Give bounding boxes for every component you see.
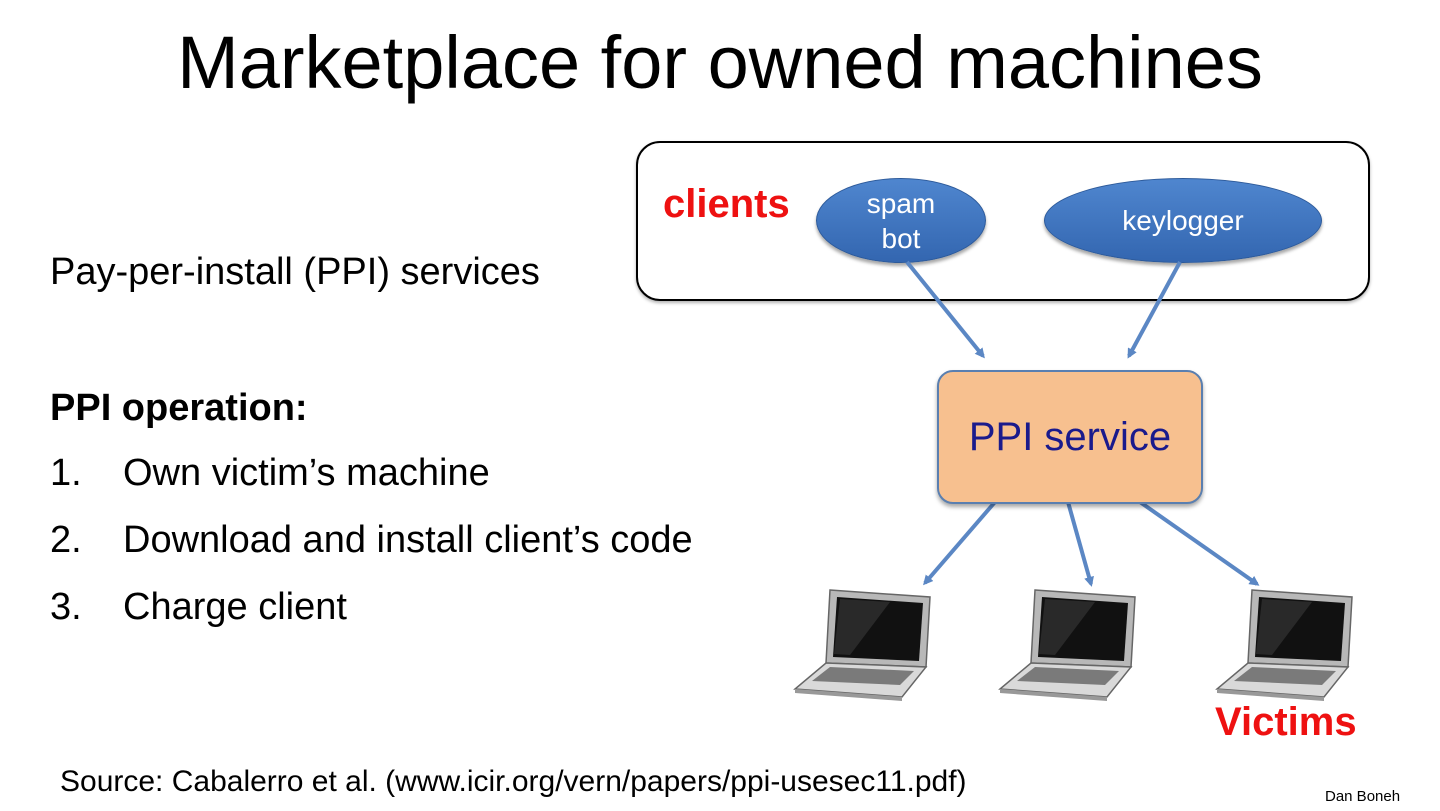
victims-label: Victims <box>1215 700 1357 744</box>
clients-box <box>636 141 1370 301</box>
step-number: 2. <box>50 519 82 561</box>
step-text: Own victim’s machine <box>123 452 490 494</box>
laptop-icon <box>1215 589 1353 701</box>
spam-bot-node: spam bot <box>816 178 986 263</box>
ppi-operation-heading: PPI operation: <box>50 387 308 429</box>
step-number: 3. <box>50 586 82 628</box>
keylogger-node: keylogger <box>1044 178 1322 263</box>
clients-label: clients <box>663 182 790 226</box>
step-text: Download and install client’s code <box>123 519 693 561</box>
step-item: 3. Charge client <box>50 586 347 629</box>
ppi-service-label: PPI service <box>968 414 1172 459</box>
step-item: 1. Own victim’s machine <box>50 452 490 495</box>
arrow-spam-to-ppi <box>905 260 985 359</box>
arrow-ppi-to-victim-3 <box>1138 500 1260 586</box>
step-text: Charge client <box>123 586 347 628</box>
laptop-icon <box>793 589 931 701</box>
arrow-ppi-to-victim-2 <box>1066 501 1094 587</box>
ppi-services-text: Pay-per-install (PPI) services <box>50 251 540 293</box>
keylogger-label: keylogger <box>1122 204 1244 236</box>
author-name: Dan Boneh <box>1325 788 1401 805</box>
step-number: 1. <box>50 452 82 494</box>
arrow-keylogger-to-ppi <box>1127 261 1182 359</box>
arrow-ppi-to-victim-1 <box>923 500 997 586</box>
source-citation: Source: Cabalerro et al. (www.icir.org/v… <box>60 765 967 798</box>
slide-title: Marketplace for owned machines <box>177 21 1263 104</box>
ppi-service-box: PPI service <box>937 370 1203 504</box>
step-item: 2. Download and install client’s code <box>50 519 693 562</box>
laptop-icon <box>998 589 1136 701</box>
spam-bot-label: spam bot <box>866 187 936 254</box>
